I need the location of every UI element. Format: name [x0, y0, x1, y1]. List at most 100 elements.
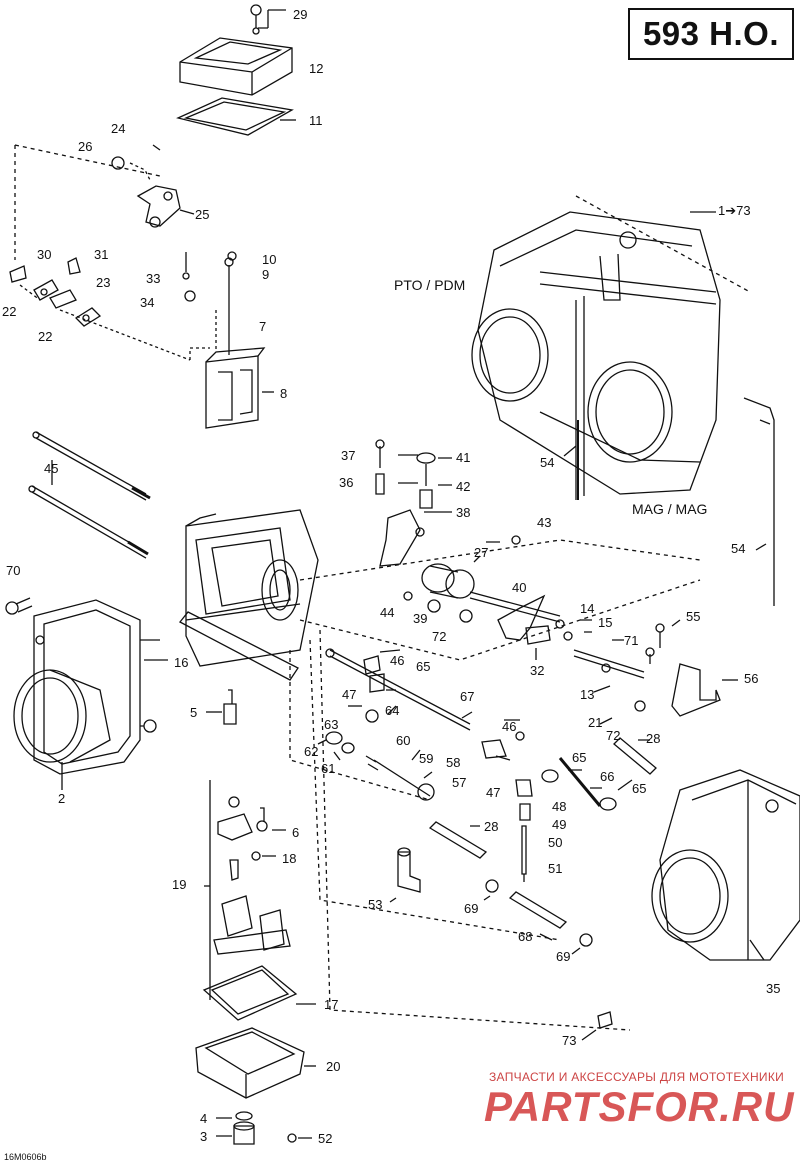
part-label: 51: [548, 861, 563, 876]
throttle-slide-part: [205, 347, 266, 429]
part-label: 33: [146, 271, 161, 286]
tie-rod-parts: [28, 431, 151, 559]
part-label: 62: [304, 744, 319, 759]
part-label: 46: [502, 719, 517, 734]
part-label: 19: [172, 877, 187, 892]
part-label: 8: [280, 386, 288, 401]
part-label: 73: [562, 1033, 577, 1048]
region-label-pto: PTO / PDM: [394, 277, 466, 293]
part-label: 50: [548, 835, 563, 850]
part-label: 9: [262, 267, 270, 282]
carburetor-assembly-right-lower: [651, 769, 800, 961]
part-label: 17: [324, 997, 339, 1012]
carburetor-body-left: [179, 509, 319, 681]
rod-parts: [428, 737, 657, 947]
part-label: 13: [580, 687, 595, 702]
part-label: 71: [624, 633, 639, 648]
part-label: 54: [540, 455, 555, 470]
carburetor-assembly-right-upper: [471, 211, 721, 500]
float-assembly-part: [213, 796, 291, 955]
screw-part: [250, 4, 262, 35]
part-label: 31: [94, 247, 109, 262]
part-label: 14: [580, 601, 595, 616]
part-label: 3: [200, 1129, 208, 1144]
part-label: 32: [530, 663, 545, 678]
part-label: 72: [432, 629, 447, 644]
part-label: 5: [190, 705, 198, 720]
part-label: 58: [446, 755, 461, 770]
part-label: 45: [44, 461, 59, 476]
part-label: 35: [766, 981, 781, 996]
part-label: 70: [6, 563, 21, 578]
part-label: 46: [390, 653, 405, 668]
part-label: 69: [464, 901, 479, 916]
part-label: 28: [646, 731, 661, 746]
part-label: 37: [341, 448, 356, 463]
part-label: 36: [339, 475, 354, 490]
part-label: 11: [309, 113, 323, 128]
float-cover-part: [179, 37, 293, 96]
part-label: 15: [598, 615, 613, 630]
needle-part: [182, 251, 237, 355]
part-label: 30: [37, 247, 52, 262]
part-label: 67: [460, 689, 475, 704]
part-label: 55: [686, 609, 701, 624]
spring-valve-parts: [515, 757, 617, 882]
part-label: 25: [195, 207, 210, 222]
part-label: 57: [452, 775, 467, 790]
part-label: 22: [38, 329, 53, 344]
tee-fitting-part: [397, 847, 421, 893]
linkage-parts: [325, 648, 525, 801]
part-label: 21: [588, 715, 603, 730]
part-label: 34: [140, 295, 155, 310]
part-label: 44: [380, 605, 395, 620]
part-label: 39: [413, 611, 428, 626]
part-label: 18: [282, 851, 297, 866]
part-label: 69: [556, 949, 571, 964]
part-label: 7: [259, 319, 267, 334]
part-label: 56: [744, 671, 759, 686]
lever-part: [111, 144, 181, 228]
part-label: 12: [309, 61, 324, 76]
region-label-mag: MAG / MAG: [632, 501, 708, 517]
part-label: 49: [552, 817, 567, 832]
gasket-part: [176, 97, 294, 136]
part-label: 26: [78, 139, 93, 154]
pulley-part: [403, 535, 521, 623]
part-label: 40: [512, 580, 527, 595]
watermark-logo: PARTSFOR.RU: [484, 1083, 795, 1130]
part-label: 28: [484, 819, 499, 834]
part-label: 41: [456, 450, 471, 465]
adjuster-parts: [555, 619, 721, 717]
part-label: 22: [2, 304, 17, 319]
fitting-part: [223, 689, 237, 725]
bracket-parts: [9, 257, 102, 327]
part-label: 72: [606, 728, 621, 743]
flange-part: [33, 599, 160, 775]
part-label: 63: [324, 717, 339, 732]
part-label: 64: [385, 703, 400, 718]
part-label: 68: [518, 929, 533, 944]
watermark-caption: ЗАПЧАСТИ И АКСЕССУАРЫ ДЛЯ МОТОТЕХНИКИ: [489, 1070, 785, 1084]
part-label: 65: [572, 750, 587, 765]
part-label: 54: [731, 541, 746, 556]
part-label: 1➔73: [718, 203, 751, 218]
part-label: 2: [58, 791, 66, 806]
document-id: 16M0606b: [4, 1152, 47, 1162]
part-label: 10: [262, 252, 277, 267]
model-badge: 593 H.O.: [628, 8, 794, 60]
main-jet-parts: [233, 1111, 297, 1145]
bolt-part: [5, 597, 33, 615]
float-bowl-gasket-part: [202, 965, 298, 1021]
part-label: 48: [552, 799, 567, 814]
part-label: 27: [474, 545, 489, 560]
part-label: 59: [419, 751, 434, 766]
part-label: 47: [342, 687, 357, 702]
part-label: 38: [456, 505, 471, 520]
float-bowl-part: [195, 1027, 305, 1099]
screw-spring-parts: [375, 439, 436, 567]
part-label: 6: [292, 825, 300, 840]
part-label: 23: [96, 275, 111, 290]
